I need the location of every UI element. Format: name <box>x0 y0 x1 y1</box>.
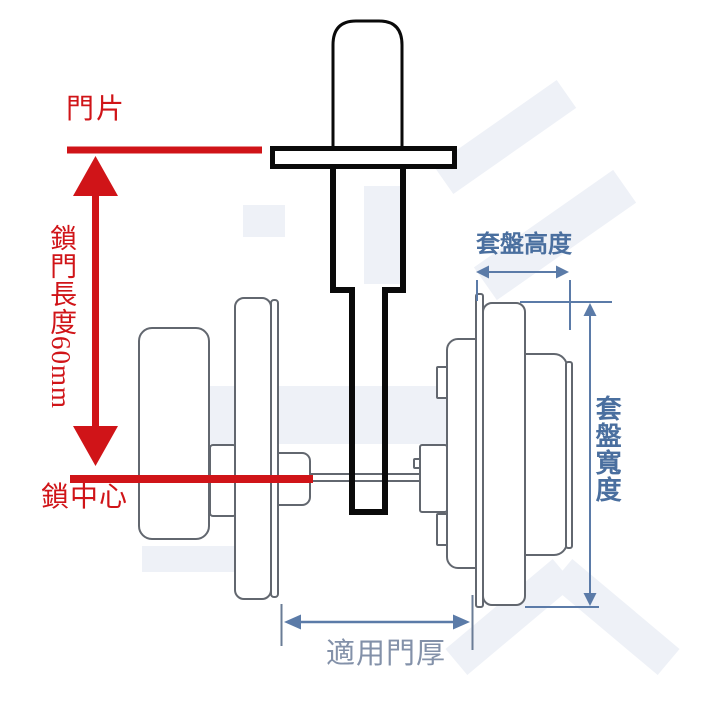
left-knob-profile <box>138 327 210 540</box>
watermark-shape <box>364 186 402 284</box>
left-rose-plate <box>234 297 272 600</box>
watermark-shape <box>433 80 577 194</box>
label-plate-width: 套盤寬度 <box>592 395 622 503</box>
label-plate-height: 套盤高度 <box>476 232 572 258</box>
label-door-thickness: 適用門厚 <box>326 638 447 670</box>
watermark-shape <box>182 386 462 444</box>
left-knob-neck <box>209 444 237 517</box>
label-lock-center: 鎖中心 <box>41 482 129 513</box>
arrow-up-icon <box>583 303 597 316</box>
arrow-down-icon <box>73 426 118 466</box>
right-knob-profile <box>524 353 568 556</box>
right-hub-notch <box>413 458 421 469</box>
right-mechanism-housing <box>446 338 478 569</box>
arrow-left-icon <box>284 614 301 630</box>
right-hub-stem <box>419 444 448 513</box>
label-lock-length: 鎖門長度60mm <box>46 224 77 410</box>
right-rose-plate <box>482 302 526 606</box>
spindle-shaft <box>309 473 420 482</box>
right-housing-tab-top <box>436 366 448 399</box>
arrow-up-icon <box>73 156 118 196</box>
watermark-shape <box>243 205 285 237</box>
arrow-right-icon <box>556 265 569 279</box>
left-hub-stem <box>277 452 311 506</box>
label-door-panel: 門片 <box>66 94 127 125</box>
right-knob-face <box>565 361 573 549</box>
arrow-right-icon <box>453 614 470 630</box>
bolt-cap-outline <box>331 19 404 148</box>
watermark-shape <box>550 558 680 676</box>
left-rose-plate-edge <box>270 299 279 598</box>
right-housing-tab-bottom <box>436 513 448 546</box>
door-panel-bar <box>270 146 457 169</box>
